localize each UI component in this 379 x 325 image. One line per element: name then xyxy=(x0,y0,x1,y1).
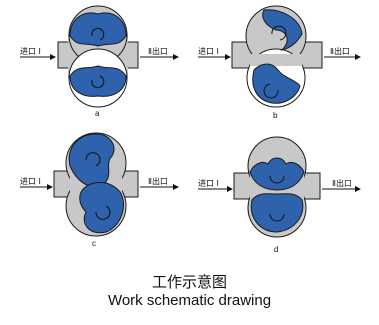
panel-d: 进口 Ⅰ Ⅱ出口 d xyxy=(198,136,361,254)
panel-b: 进口 Ⅰ Ⅱ出口 b xyxy=(198,5,361,120)
inlet-label: 进口 Ⅰ xyxy=(20,177,41,186)
inlet-label: 进口 Ⅰ xyxy=(198,47,219,56)
upper-rotor xyxy=(249,157,305,191)
lower-rotor xyxy=(250,193,304,233)
upper-rotor xyxy=(69,12,127,47)
panel-label-b: b xyxy=(273,111,278,120)
panel-c: 进口 Ⅰ Ⅱ出口 c xyxy=(20,132,179,248)
lower-rotor xyxy=(69,65,127,97)
upper-rotor xyxy=(262,9,303,51)
outlet-label: Ⅱ出口 xyxy=(330,46,350,56)
outlet-label: Ⅱ出口 xyxy=(148,176,168,186)
caption-english: Work schematic drawing xyxy=(107,292,272,309)
lower-rotor xyxy=(252,63,301,104)
panel-label-c: c xyxy=(92,239,96,248)
panel-a: 进口 Ⅰ Ⅱ出口 a xyxy=(20,5,179,118)
caption-chinese: 工作示意图 xyxy=(151,273,227,291)
inlet-label: 进口 Ⅰ xyxy=(198,179,219,188)
outlet-label: Ⅱ出口 xyxy=(332,178,352,188)
outlet-label: Ⅱ出口 xyxy=(148,46,168,56)
lower-rotor xyxy=(79,182,124,234)
inlet-label: 进口 Ⅰ xyxy=(20,47,41,56)
pump-diagram: 进口 Ⅰ Ⅱ出口 a 进口 Ⅰ Ⅱ出口 b xyxy=(20,5,361,254)
panel-label-d: d xyxy=(274,245,278,254)
panel-label-a: a xyxy=(95,109,100,118)
